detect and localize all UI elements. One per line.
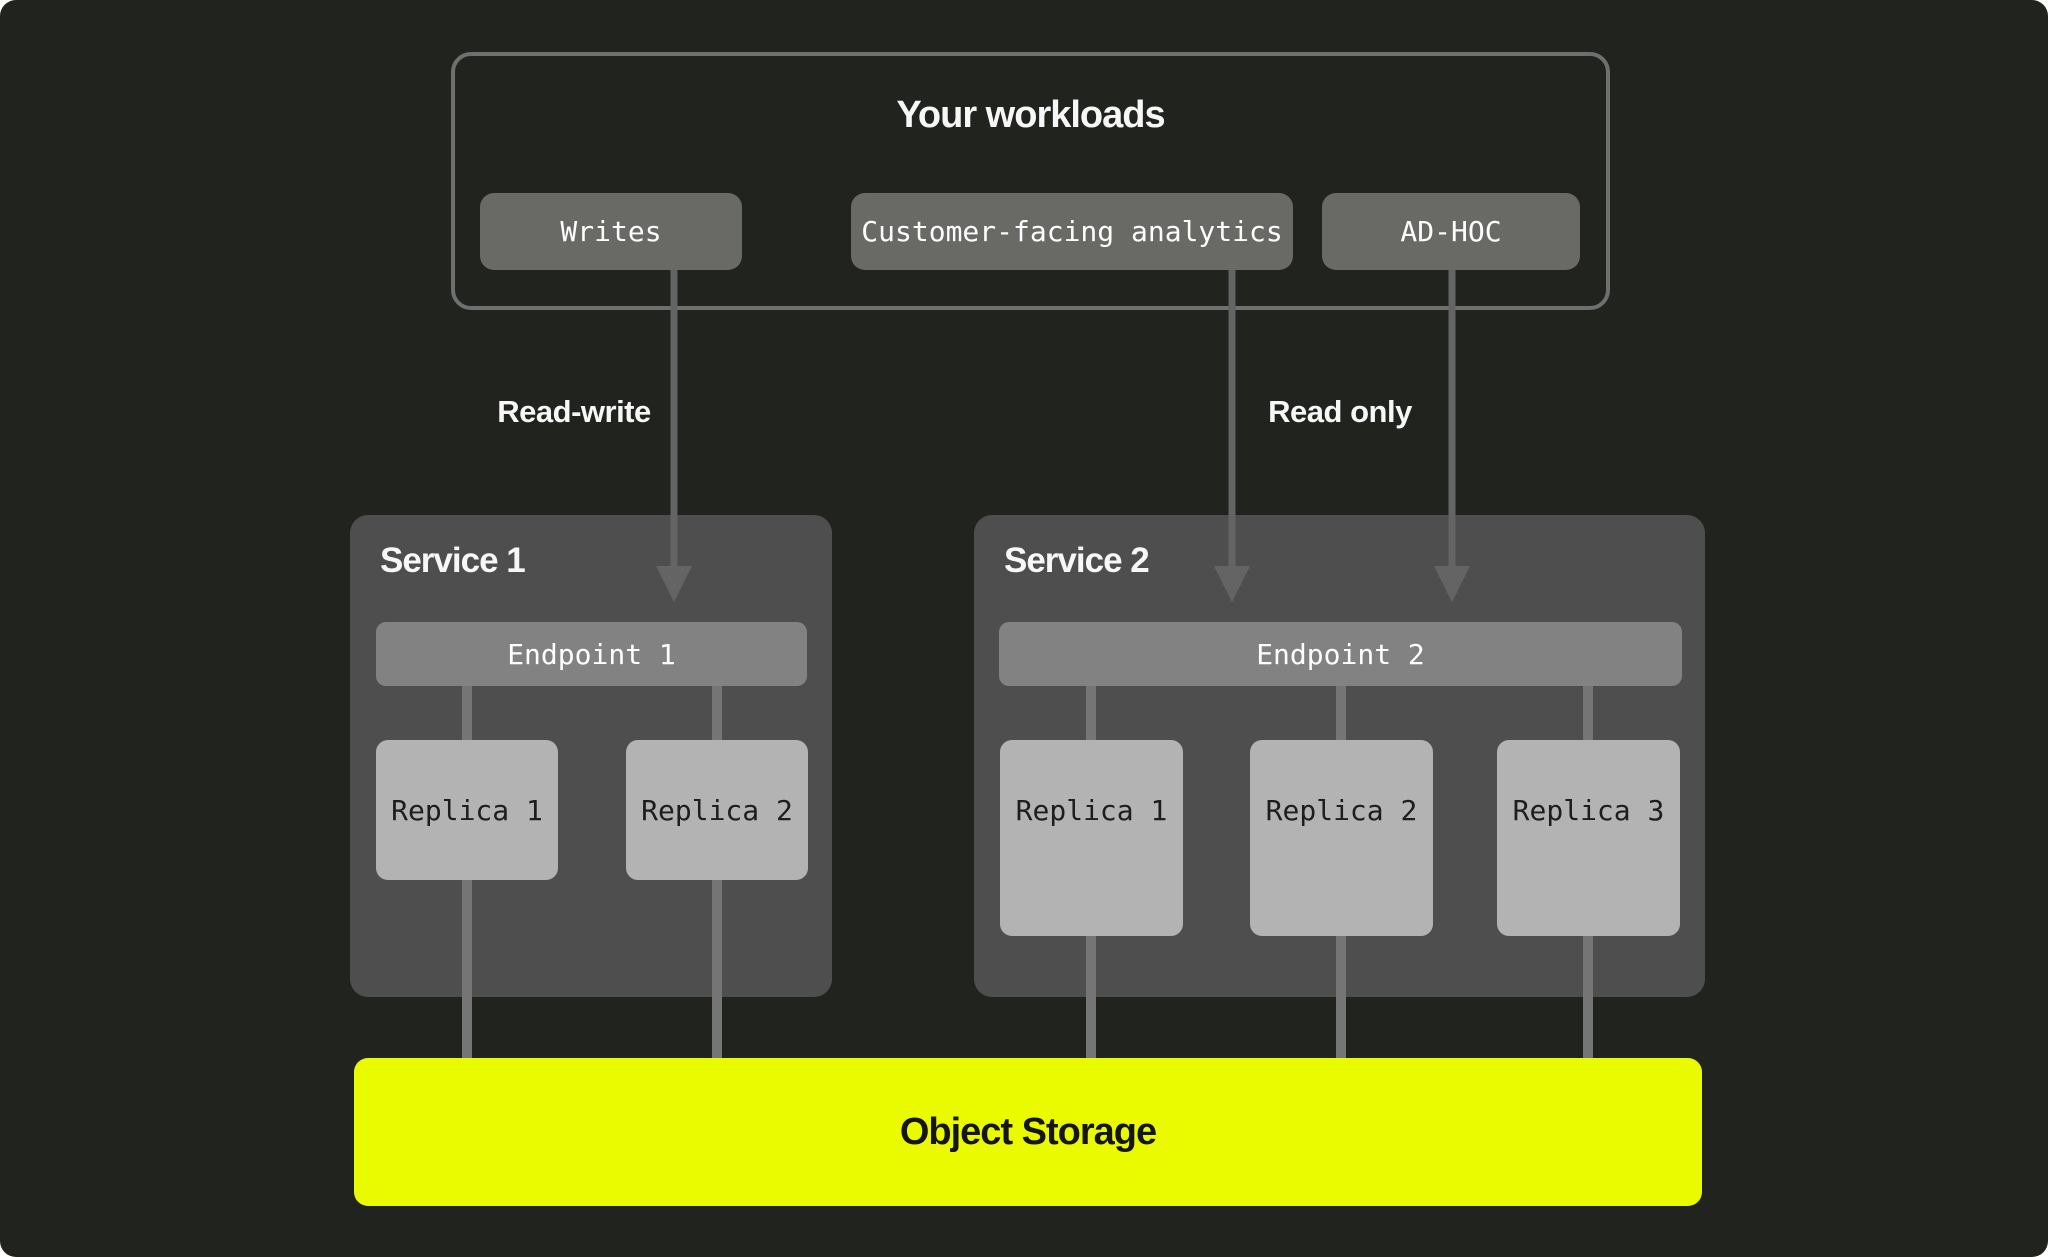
endpoint-1-node: Endpoint 1 bbox=[376, 622, 807, 686]
object-storage-bar: Object Storage bbox=[354, 1058, 1702, 1206]
endpoint-2-node: Endpoint 2 bbox=[999, 622, 1682, 686]
service-1-title: Service 1 bbox=[380, 541, 526, 580]
workloads-title: Your workloads bbox=[896, 94, 1165, 136]
service-2-replica-2: Replica 2 bbox=[1250, 740, 1433, 936]
read-write-label: Read-write bbox=[497, 394, 651, 429]
workload-chip-customer-facing-analytics: Customer-facing analytics bbox=[851, 193, 1293, 270]
service-1-replica-2: Replica 2 bbox=[626, 740, 808, 880]
read-only-label: Read only bbox=[1268, 394, 1412, 429]
service-1-replica-1: Replica 1 bbox=[376, 740, 558, 880]
service-2-title: Service 2 bbox=[1004, 541, 1150, 580]
service-2-replica-1: Replica 1 bbox=[1000, 740, 1183, 936]
workload-chip-ad-hoc: AD-HOC bbox=[1322, 193, 1580, 270]
arrowhead-adhoc bbox=[1434, 566, 1470, 602]
workloads-group-outline bbox=[451, 52, 1610, 310]
arrowhead-writes bbox=[656, 566, 692, 602]
arrowhead-analytics bbox=[1214, 566, 1250, 602]
service-2-replica-3: Replica 3 bbox=[1497, 740, 1680, 936]
workload-chip-writes: Writes bbox=[480, 193, 742, 270]
